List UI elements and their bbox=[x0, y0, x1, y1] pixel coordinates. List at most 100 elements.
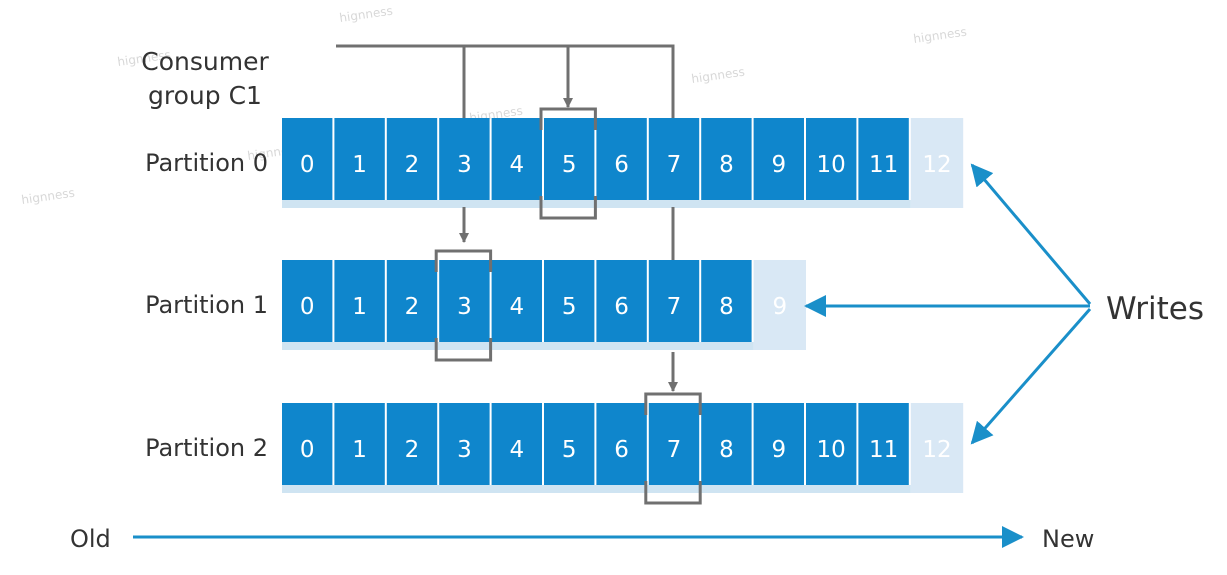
message-offset-label: 3 bbox=[457, 294, 472, 320]
message-offset-label: 9 bbox=[771, 152, 786, 178]
message-offset-label: 0 bbox=[300, 437, 315, 463]
message-cell bbox=[386, 260, 438, 342]
message-offset-label: 6 bbox=[614, 152, 629, 178]
message-offset-label: 11 bbox=[869, 152, 898, 178]
writes-arrow-partition-0 bbox=[970, 163, 1092, 305]
message-offset-label: 7 bbox=[667, 152, 682, 178]
message-cell bbox=[282, 403, 333, 485]
message-cell bbox=[544, 403, 595, 485]
consumer-bus-line bbox=[336, 44, 675, 118]
message-cell bbox=[701, 403, 752, 485]
timeline-old-label: Old bbox=[70, 525, 111, 553]
watermark: hignness bbox=[338, 4, 393, 25]
pending-message-cell bbox=[753, 260, 806, 350]
message-cell bbox=[439, 403, 490, 485]
consumer-offset-brackets bbox=[434, 107, 702, 505]
message-offset-label: 6 bbox=[614, 294, 629, 320]
pending-message-cell bbox=[910, 118, 964, 208]
message-cell bbox=[491, 403, 542, 485]
offset-bracket-bottom bbox=[434, 338, 493, 362]
message-cell bbox=[858, 118, 909, 200]
message-cell bbox=[334, 403, 385, 485]
message-cell bbox=[648, 260, 700, 342]
message-cell bbox=[544, 118, 595, 200]
message-offset-label: 1 bbox=[352, 294, 367, 320]
message-offset-label: 11 bbox=[869, 437, 898, 463]
offset-bracket-top bbox=[539, 107, 597, 130]
message-cell bbox=[753, 403, 804, 485]
message-cell bbox=[386, 403, 438, 485]
message-offset-label: 8 bbox=[719, 294, 734, 320]
offset-bracket-top bbox=[434, 249, 493, 272]
timeline-new-label: New bbox=[1042, 525, 1094, 553]
message-offset-label: 5 bbox=[562, 437, 577, 463]
message-cell bbox=[386, 118, 438, 200]
message-offset-label: 10 bbox=[817, 152, 846, 178]
message-cell bbox=[648, 118, 700, 200]
message-offset-label: 8 bbox=[719, 152, 734, 178]
partition-label: Partition 2 bbox=[145, 434, 268, 462]
partition-label: Partition 0 bbox=[145, 149, 268, 177]
message-cell bbox=[806, 403, 857, 485]
watermark: hignness bbox=[20, 186, 75, 207]
message-cell bbox=[701, 118, 752, 200]
message-offset-label: 5 bbox=[562, 152, 577, 178]
pending-offset-label: 9 bbox=[772, 294, 787, 320]
message-offset-label: 3 bbox=[457, 437, 472, 463]
message-offset-label: 1 bbox=[352, 152, 367, 178]
message-offset-label: 10 bbox=[817, 437, 846, 463]
writes-arrows bbox=[804, 163, 1092, 445]
message-offset-label: 6 bbox=[614, 437, 629, 463]
message-offset-label: 1 bbox=[352, 437, 367, 463]
message-cell bbox=[439, 118, 490, 200]
message-offset-label: 2 bbox=[405, 152, 420, 178]
message-cell bbox=[596, 260, 647, 342]
partition-base-strip bbox=[282, 485, 911, 493]
message-offset-label: 8 bbox=[719, 437, 734, 463]
pending-offset-label: 12 bbox=[922, 152, 951, 178]
message-cell bbox=[701, 260, 752, 342]
offset-bracket-bottom bbox=[539, 196, 597, 220]
message-cell bbox=[334, 118, 385, 200]
message-offset-label: 4 bbox=[509, 152, 524, 178]
watermark: hignness bbox=[912, 25, 967, 46]
pending-message-cell bbox=[910, 403, 964, 493]
writes-arrow-partition-2 bbox=[970, 308, 1092, 445]
message-offset-label: 3 bbox=[457, 152, 472, 178]
message-cell bbox=[596, 118, 647, 200]
offset-bracket-top bbox=[644, 392, 702, 415]
message-cell bbox=[648, 403, 700, 485]
offset-bracket-bottom bbox=[644, 481, 702, 505]
watermark: hignness bbox=[690, 65, 745, 86]
message-offset-label: 7 bbox=[667, 437, 682, 463]
message-cell bbox=[334, 260, 385, 342]
message-cell bbox=[806, 118, 857, 200]
message-cell bbox=[544, 260, 595, 342]
message-cell bbox=[491, 118, 542, 200]
writes-label: Writes bbox=[1106, 291, 1204, 327]
message-cell bbox=[439, 260, 490, 342]
message-offset-label: 4 bbox=[509, 294, 524, 320]
partition-base-strip bbox=[282, 342, 754, 350]
message-offset-label: 0 bbox=[300, 152, 315, 178]
message-cell bbox=[282, 118, 333, 200]
message-offset-label: 0 bbox=[300, 294, 315, 320]
consumer-connectors bbox=[336, 44, 675, 391]
message-offset-label: 2 bbox=[405, 437, 420, 463]
consumer-group-label-line2: group C1 bbox=[148, 81, 262, 110]
pending-offset-label: 12 bbox=[922, 437, 951, 463]
consumer-group-label-line1: Consumer bbox=[141, 47, 269, 76]
message-cell bbox=[596, 403, 647, 485]
message-cell bbox=[282, 260, 333, 342]
message-offset-label: 9 bbox=[771, 437, 786, 463]
message-cell bbox=[491, 260, 542, 342]
message-cell bbox=[858, 403, 909, 485]
message-offset-label: 5 bbox=[562, 294, 577, 320]
partition-label: Partition 1 bbox=[145, 291, 268, 319]
message-offset-label: 4 bbox=[509, 437, 524, 463]
